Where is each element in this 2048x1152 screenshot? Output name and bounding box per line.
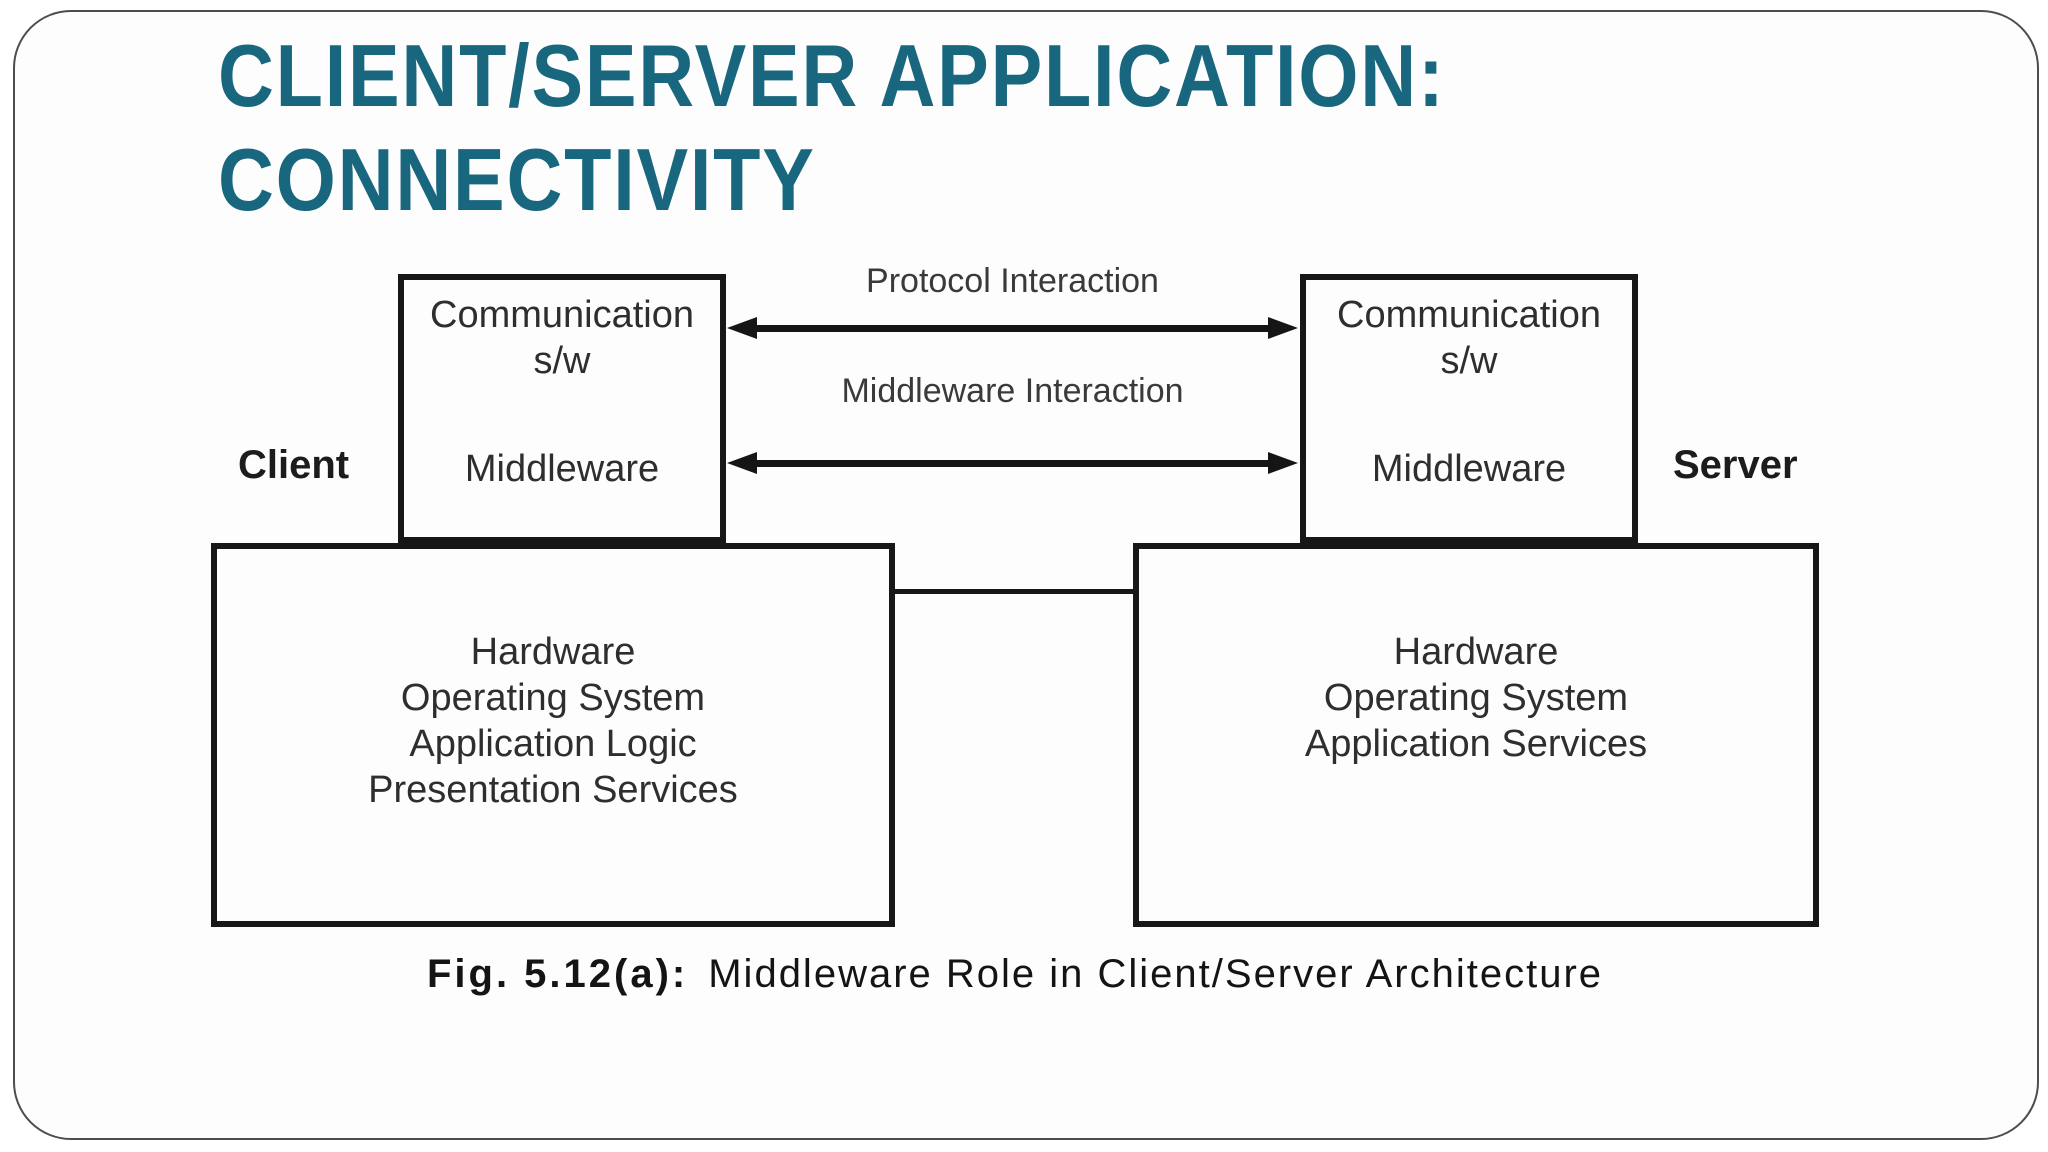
arrowhead-right-icon xyxy=(1268,317,1298,339)
arrowhead-left-icon xyxy=(727,452,757,474)
client-middleware-text: Middleware xyxy=(464,448,660,490)
server-comm-line2: s/w xyxy=(1440,340,1498,382)
server-comm-sw-text: Communication s/w xyxy=(1306,292,1632,384)
client-platform-box: Hardware Operating System Application Lo… xyxy=(211,543,895,927)
client-comm-line1: Communication xyxy=(430,294,694,336)
client-platform-line: Operating System xyxy=(400,677,706,719)
client-comm-sw-text: Communication s/w xyxy=(404,292,720,384)
arrow-shaft xyxy=(749,460,1276,467)
server-platform-line: Application Services xyxy=(1304,723,1648,765)
server-comm-line1: Communication xyxy=(1337,294,1601,336)
arrowhead-left-icon xyxy=(727,317,757,339)
slide-title-line2: CONNECTIVITY xyxy=(218,130,816,229)
middleware-interaction-arrow xyxy=(727,452,1298,474)
figure-caption-text: Middleware Role in Client/Server Archite… xyxy=(708,952,1604,996)
platform-connector-line xyxy=(893,589,1135,594)
server-platform-text: Hardware Operating System Application Se… xyxy=(1139,629,1813,767)
client-platform-line: Hardware xyxy=(470,631,636,673)
server-platform-line: Operating System xyxy=(1323,677,1629,719)
server-middleware-text: Middleware xyxy=(1371,448,1567,490)
server-platform-box: Hardware Operating System Application Se… xyxy=(1133,543,1819,927)
figure-caption: Fig. 5.12(a): Middleware Role in Client/S… xyxy=(211,952,1819,997)
protocol-interaction-arrow xyxy=(727,317,1298,339)
slide-title: CLIENT/SERVER APPLICATION: CONNECTIVITY xyxy=(218,24,1446,232)
server-comm-middleware-box: Communication s/w Middleware xyxy=(1300,274,1638,543)
slide-title-line1: CLIENT/SERVER APPLICATION: xyxy=(218,26,1446,125)
client-platform-line: Presentation Services xyxy=(368,769,738,811)
figure-caption-number: Fig. 5.12(a): xyxy=(426,952,689,996)
client-label: Client xyxy=(238,443,350,487)
server-label: Server xyxy=(1673,443,1798,487)
client-comm-line2: s/w xyxy=(533,340,591,382)
client-platform-text: Hardware Operating System Application Lo… xyxy=(217,629,889,813)
client-platform-line: Application Logic xyxy=(409,723,697,765)
middleware-interaction-label: Middleware Interaction xyxy=(841,372,1184,410)
arrowhead-right-icon xyxy=(1268,452,1298,474)
protocol-interaction-label: Protocol Interaction xyxy=(866,262,1159,300)
arrow-shaft xyxy=(749,325,1276,332)
server-platform-line: Hardware xyxy=(1393,631,1559,673)
client-comm-middleware-box: Communication s/w Middleware xyxy=(398,274,726,543)
